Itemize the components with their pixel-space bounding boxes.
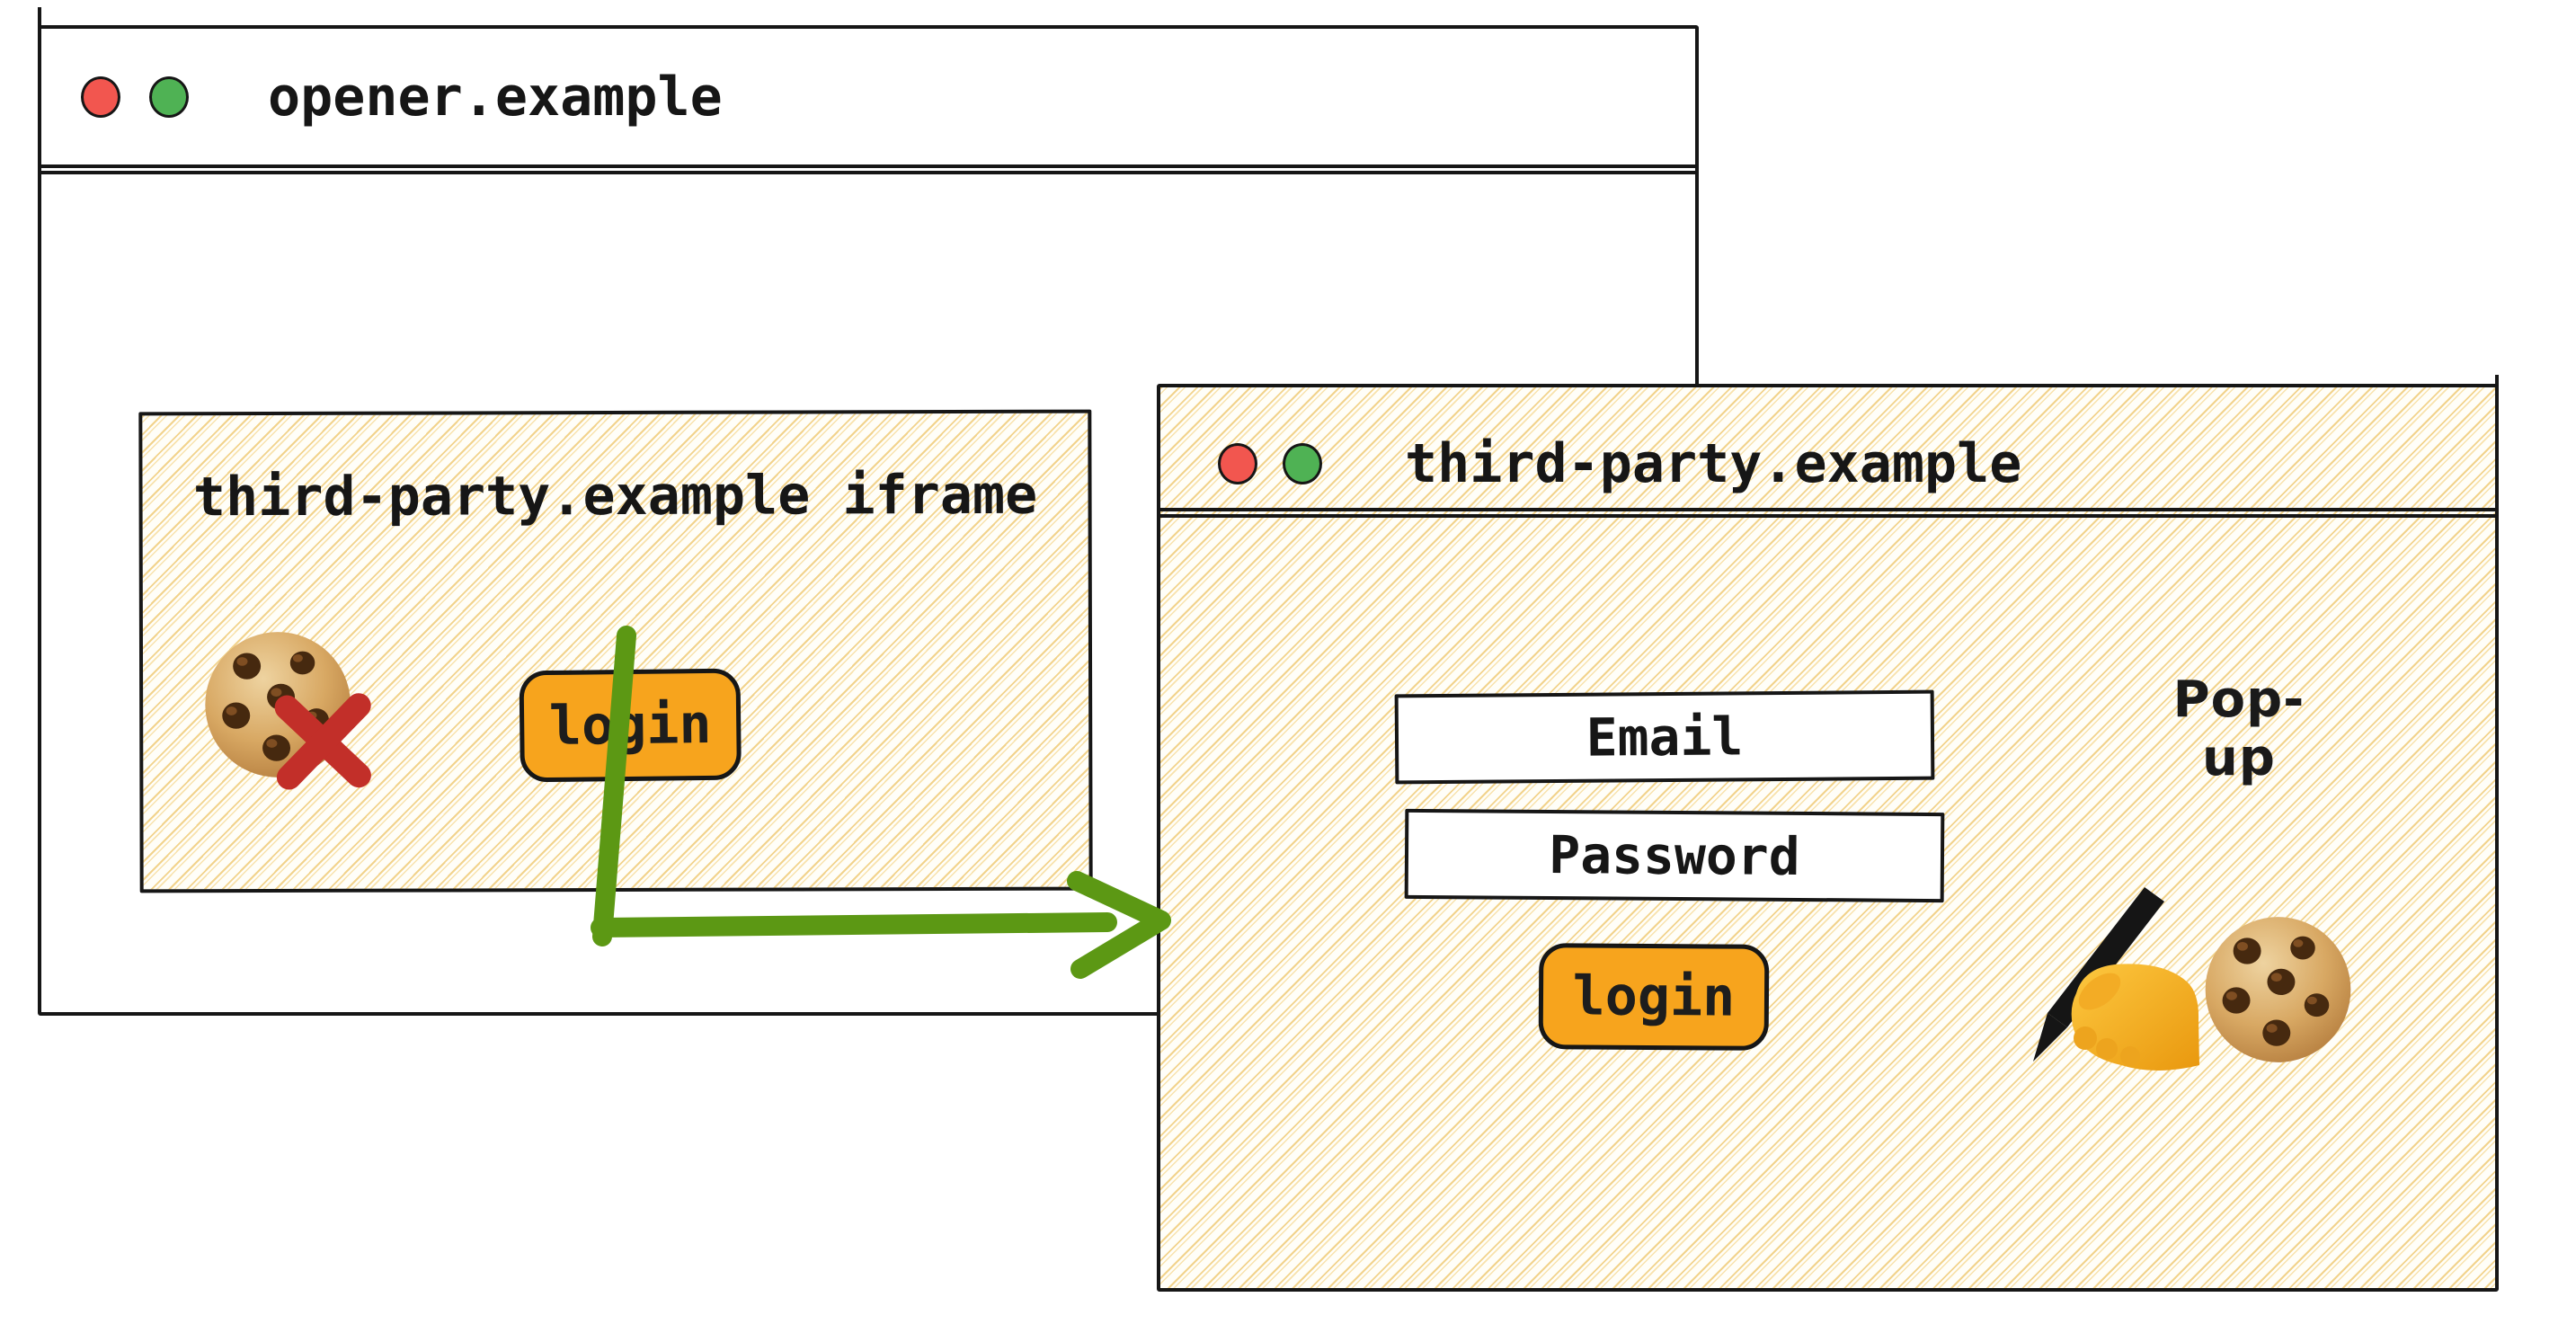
- writing-hand-icon: [2021, 885, 2200, 1074]
- popup-window-body: Email Password login Pop-up: [1160, 518, 2495, 1324]
- traffic-light-red-icon[interactable]: [1218, 443, 1257, 484]
- cookie-icon: [2199, 912, 2357, 1067]
- third-party-iframe: third-party.example iframe login: [138, 409, 1093, 893]
- iframe-login-button[interactable]: login: [519, 668, 742, 783]
- popup-titlebar: third-party.example: [1160, 387, 2495, 518]
- email-field[interactable]: Email: [1394, 689, 1935, 785]
- traffic-light-green-icon[interactable]: [1283, 443, 1322, 484]
- iframe-label: third-party.example iframe: [192, 463, 1038, 529]
- opener-window-title: opener.example: [268, 65, 723, 129]
- traffic-light-red-icon[interactable]: [81, 76, 120, 118]
- blocked-cross-icon: [263, 685, 382, 798]
- popup-browser-window: third-party.example Email Password login…: [1157, 375, 2499, 1292]
- popup-login-button[interactable]: login: [1538, 943, 1770, 1051]
- popup-annotation-label: Pop-up: [2172, 671, 2305, 787]
- traffic-light-green-icon[interactable]: [149, 76, 189, 118]
- opener-titlebar: opener.example: [41, 29, 1695, 174]
- popup-window-title: third-party.example: [1405, 432, 2022, 495]
- password-field[interactable]: Password: [1404, 808, 1945, 903]
